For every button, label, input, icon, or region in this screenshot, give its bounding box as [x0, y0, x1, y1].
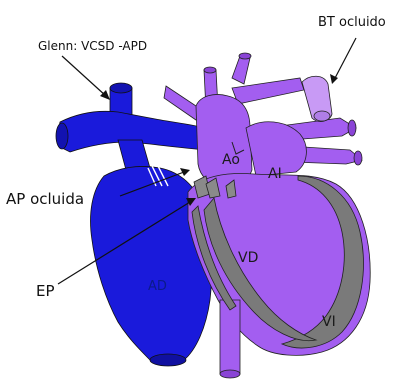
glenn-arrow-line [62, 56, 106, 96]
label-ad: AD [148, 279, 167, 294]
label-ap: AP ocluida [6, 190, 84, 208]
label-vd: VD [238, 250, 258, 266]
pulmonary-vein-cap-1 [348, 120, 356, 136]
aortic-branch-right-up [232, 56, 250, 84]
label-glenn: Glenn: VCSD -APD [38, 39, 147, 53]
label-ep: EP [36, 282, 55, 300]
ivc-opening [150, 354, 186, 366]
bt-arrow-line [334, 38, 356, 80]
label-ao: Ao [222, 152, 240, 168]
label-bt: BT ocluido [318, 15, 386, 30]
aortic-branch-center-cap [204, 67, 216, 73]
descending-vessel-cap [220, 370, 240, 378]
aorta [196, 94, 252, 186]
descending-vessel [220, 300, 240, 374]
venous-system [56, 83, 212, 366]
label-ai: AI [268, 166, 282, 182]
pulmonary-vein-cap-2 [354, 151, 362, 165]
svc-opening [110, 83, 132, 93]
bt-shunt-end [314, 111, 330, 121]
svc-to-ra [118, 140, 150, 170]
lpa-branch-end [56, 123, 68, 149]
label-vi: VI [322, 314, 336, 330]
ap-arrow-head [180, 168, 190, 176]
aortic-branch-right-cap [239, 53, 251, 59]
